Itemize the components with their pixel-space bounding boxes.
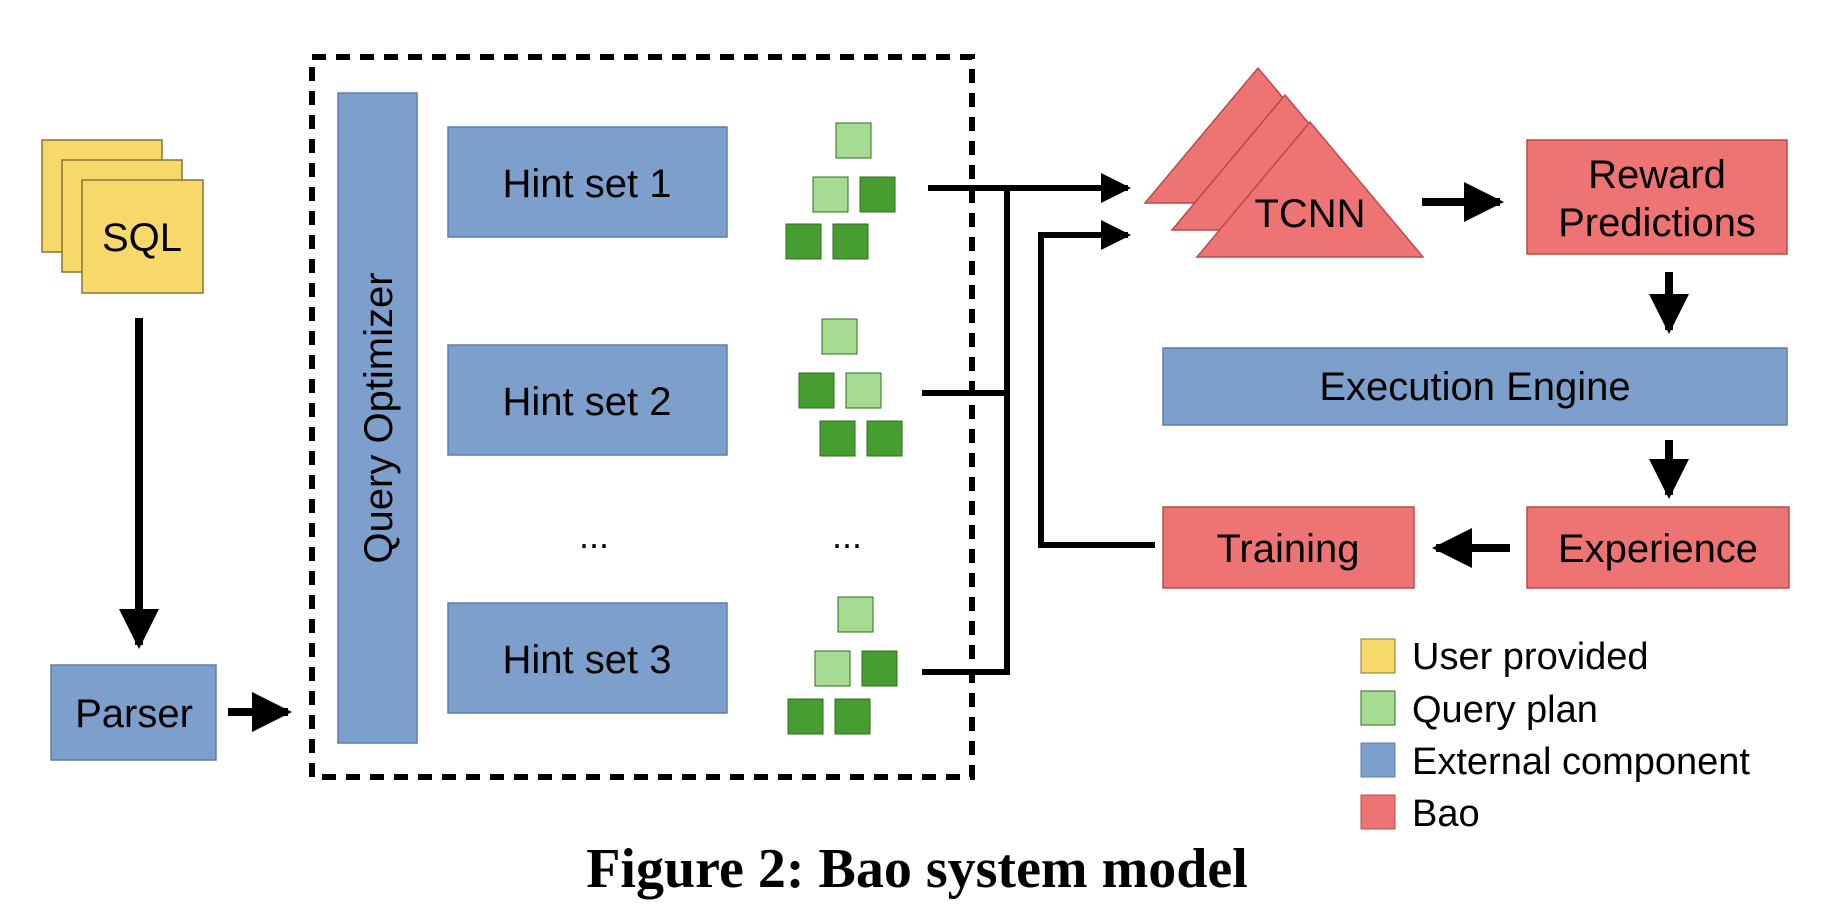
sql-doc-front [81, 179, 204, 294]
training-box [1162, 506, 1415, 589]
hint-set-2-label: Hint set 2 [503, 380, 672, 424]
legend-label-user-provided: User provided [1412, 636, 1649, 678]
plan-ellipsis: ... [832, 515, 862, 556]
plan-node [845, 372, 882, 409]
plan-node [861, 650, 898, 687]
training-label: Training [1216, 527, 1359, 571]
tcnn-stack: TCNN [1143, 66, 1425, 258]
plan-node [837, 596, 874, 633]
tcnn-triangle-front [1195, 120, 1425, 258]
legend-label-external-component: External component [1412, 741, 1750, 783]
hint-set-3-label: Hint set 3 [503, 638, 672, 682]
legend-swatch-query-plan [1360, 690, 1396, 726]
plan-node [812, 176, 849, 213]
sql-label: SQL [102, 216, 182, 260]
reward-predictions-line2: Predictions [1558, 201, 1756, 245]
legend-swatch-user-provided [1360, 638, 1396, 674]
query-plan-1 [785, 122, 896, 260]
figure-caption: Figure 2: Bao system model [586, 838, 1248, 900]
query-optimizer-label: Query Optimizer [357, 272, 401, 563]
execution-engine-box [1162, 347, 1788, 426]
experience-label: Experience [1558, 527, 1758, 571]
plan-node [834, 698, 871, 735]
execution-engine-label: Execution Engine [1319, 365, 1630, 409]
feedback-path [1038, 235, 1155, 548]
optimizer-boundary [309, 54, 975, 780]
plan-node [787, 698, 824, 735]
hint-set-1-label: Hint set 1 [503, 162, 672, 206]
plan-node [835, 122, 872, 159]
plan-node [819, 420, 856, 457]
training-feedback-arrow [1038, 220, 1155, 548]
plan-node [821, 318, 858, 355]
legend: User provided Query plan External compon… [1360, 636, 1750, 835]
plan-node [859, 176, 896, 213]
tcnn-label: TCNN [1254, 192, 1365, 236]
query-plan-2 [798, 318, 903, 457]
query-plan-3 [787, 596, 898, 735]
reward-predictions-line1: Reward [1588, 153, 1726, 197]
plan-node [785, 223, 822, 260]
legend-swatch-external-component [1360, 742, 1396, 778]
hint-ellipsis: ... [579, 515, 609, 556]
reward-predictions-box [1526, 139, 1788, 255]
hint-set-3-box [447, 602, 728, 714]
sql-documents: SQL [41, 139, 204, 294]
plan-node [798, 372, 835, 409]
hint-set-2-box [447, 344, 728, 456]
plan-node [832, 223, 869, 260]
legend-label-query-plan: Query plan [1412, 689, 1598, 731]
query-optimizer-bar [337, 92, 418, 744]
legend-label-bao: Bao [1412, 793, 1480, 835]
plan-node [866, 420, 903, 457]
plan-connectors [922, 173, 1131, 675]
plan-node [814, 650, 851, 687]
parser-box [50, 664, 217, 761]
experience-box [1526, 506, 1790, 589]
legend-swatch-bao [1360, 794, 1396, 830]
parser-label: Parser [75, 692, 193, 736]
hint-set-1-box [447, 126, 728, 238]
